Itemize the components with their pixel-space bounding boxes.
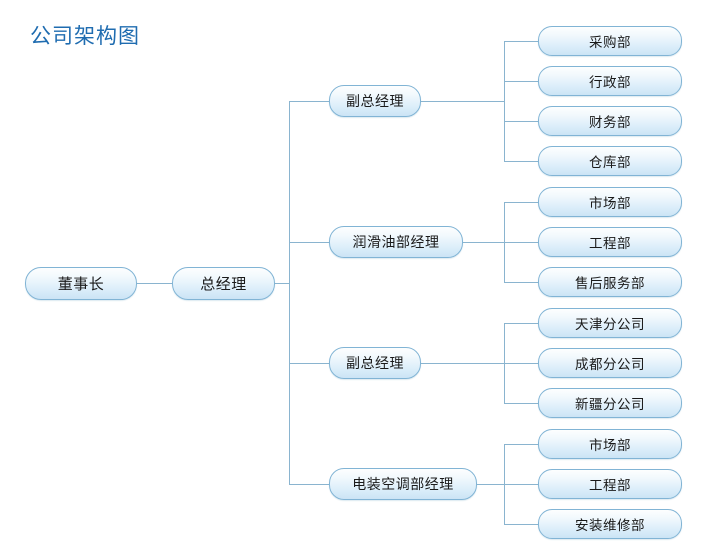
wire-branch2-leaf3 xyxy=(504,282,538,283)
node-b1-leaf2[interactable]: 行政部 xyxy=(538,66,682,96)
wire-branch1-leaf2 xyxy=(504,81,538,82)
wire-trunk-to-branch2 xyxy=(289,242,329,243)
wire-branch4-leaf3 xyxy=(504,524,538,525)
wire-branch4-to-subtrunk xyxy=(477,484,504,485)
node-general-manager[interactable]: 总经理 xyxy=(172,267,275,300)
wire-branch1-leaf1 xyxy=(504,41,538,42)
wire-branch3-subtrunk xyxy=(504,323,505,403)
wire-main-trunk xyxy=(289,101,290,485)
wire-branch3-leaf1 xyxy=(504,323,538,324)
node-b4-leaf1[interactable]: 市场部 xyxy=(538,429,682,459)
wire-branch2-to-subtrunk xyxy=(463,242,504,243)
wire-branch1-to-subtrunk xyxy=(421,101,504,102)
wire-gm-to-trunk xyxy=(275,283,289,284)
node-b2-leaf2[interactable]: 工程部 xyxy=(538,227,682,257)
node-branch1-head[interactable]: 副总经理 xyxy=(329,85,421,117)
wire-trunk-to-branch3 xyxy=(289,363,329,364)
node-b3-leaf3[interactable]: 新疆分公司 xyxy=(538,388,682,418)
node-branch4-head[interactable]: 电装空调部经理 xyxy=(329,468,477,500)
wire-branch2-leaf1 xyxy=(504,202,538,203)
wire-branch2-subtrunk xyxy=(504,202,505,282)
node-b3-leaf2[interactable]: 成都分公司 xyxy=(538,348,682,378)
wire-trunk-to-branch4 xyxy=(289,484,329,485)
wire-trunk-to-branch1 xyxy=(289,101,329,102)
page-title: 公司架构图 xyxy=(30,24,140,48)
node-branch3-head[interactable]: 副总经理 xyxy=(329,347,421,379)
node-b2-leaf3[interactable]: 售后服务部 xyxy=(538,267,682,297)
node-b1-leaf3[interactable]: 财务部 xyxy=(538,106,682,136)
node-b4-leaf3[interactable]: 安装维修部 xyxy=(538,509,682,539)
node-b2-leaf1[interactable]: 市场部 xyxy=(538,187,682,217)
wire-branch4-leaf1 xyxy=(504,444,538,445)
node-b1-leaf1[interactable]: 采购部 xyxy=(538,26,682,56)
wire-branch4-leaf2 xyxy=(504,484,538,485)
node-b4-leaf2[interactable]: 工程部 xyxy=(538,469,682,499)
wire-branch4-subtrunk xyxy=(504,444,505,524)
node-b3-leaf1[interactable]: 天津分公司 xyxy=(538,308,682,338)
wire-branch3-leaf3 xyxy=(504,403,538,404)
wire-branch3-leaf2 xyxy=(504,363,538,364)
wire-branch2-leaf2 xyxy=(504,242,538,243)
node-b1-leaf4[interactable]: 仓库部 xyxy=(538,146,682,176)
node-chairman[interactable]: 董事长 xyxy=(25,267,137,300)
wire-branch1-subtrunk xyxy=(504,41,505,161)
node-branch2-head[interactable]: 润滑油部经理 xyxy=(329,226,463,258)
wire-chairman-to-gm xyxy=(137,283,172,284)
wire-branch3-to-subtrunk xyxy=(421,363,504,364)
wire-branch1-leaf4 xyxy=(504,161,538,162)
wire-branch1-leaf3 xyxy=(504,121,538,122)
